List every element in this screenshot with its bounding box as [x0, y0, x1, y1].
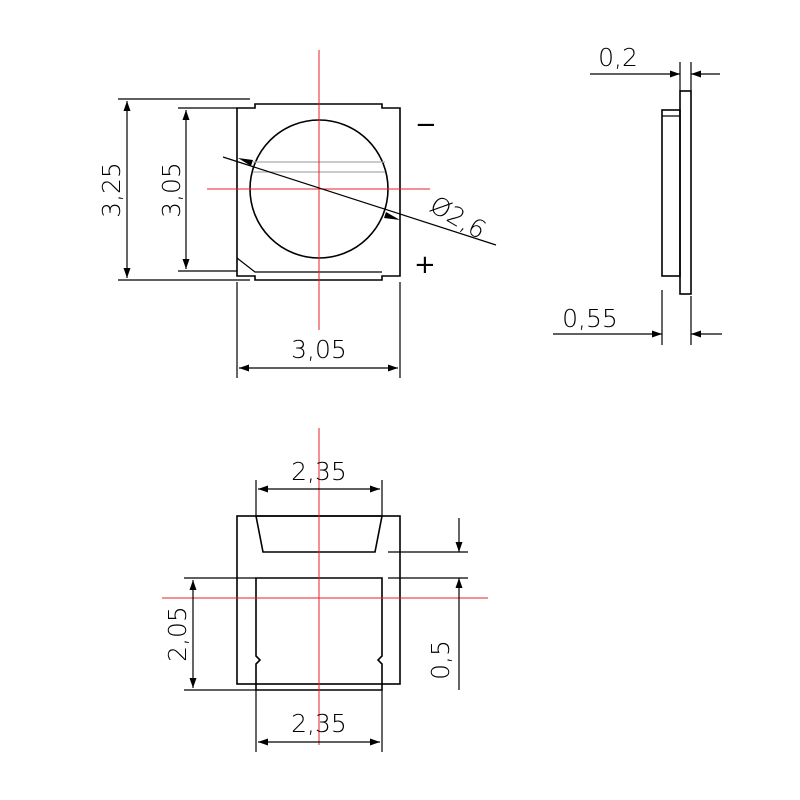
- bottom-view: 2,35 2,35 2,05 0,5: [162, 428, 488, 752]
- diameter-arrow-left: [238, 158, 253, 166]
- cathode-mark: [236, 257, 382, 273]
- diameter-arrow-right: [384, 212, 400, 220]
- dim-total-height-label: 3,25: [97, 162, 126, 218]
- dim-pad-bottom-width-label: 2,35: [291, 709, 347, 738]
- polarity-positive: +: [414, 250, 436, 280]
- dim-width-label: 3,05: [291, 335, 347, 364]
- dim-thickness-total-label: 0,55: [562, 304, 618, 333]
- top-pad: [255, 515, 383, 553]
- dim-diameter-label: Ø2,6: [425, 190, 491, 245]
- dim-thickness-thin-label: 0,2: [598, 43, 638, 72]
- diameter-leader: [222, 156, 497, 246]
- side-view: 0,2 0,55: [553, 43, 722, 345]
- dim-inner-height-label: 3,05: [157, 162, 186, 218]
- dim-gap-label: 0,5: [426, 640, 455, 680]
- top-view-package-outline: [236, 103, 401, 281]
- top-view: 3,25 3,05 3,05 Ø2,6 − +: [97, 50, 497, 378]
- polarity-negative: −: [415, 110, 437, 140]
- side-view-lens: [661, 109, 681, 277]
- dim-pad-height-label: 2,05: [163, 606, 192, 662]
- side-view-substrate: [679, 90, 692, 295]
- dim-pad-top-width-label: 2,35: [291, 457, 347, 486]
